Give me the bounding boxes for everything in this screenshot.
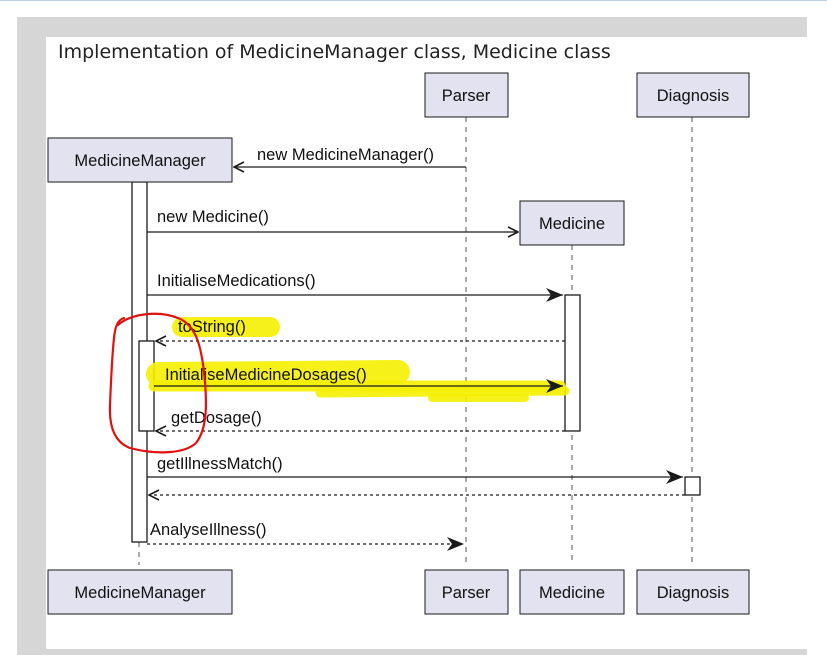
participant-box-medicine-manager-top: [47, 137, 233, 183]
top-divider: [0, 0, 827, 1]
message-label-get-illness-match: getIllnessMatch(): [157, 455, 283, 473]
participant-label-medicine-manager-bottom: MedicineManager: [74, 584, 206, 602]
message-label-tostring: toString(): [178, 318, 246, 336]
participant-label-diagnosis-bottom: Diagnosis: [657, 584, 729, 602]
message-label-analyse-illness: AnalyseIllness(): [150, 521, 266, 539]
activation-diagnosis: [684, 476, 701, 496]
participant-box-diagnosis-bottom: [636, 569, 750, 615]
participant-label-parser-bottom: Parser: [442, 584, 491, 602]
participant-box-medicine-created: [519, 200, 625, 246]
participant-box-parser-bottom: [424, 569, 509, 615]
message-label-new-medicine-manager: new MedicineManager(): [257, 146, 434, 164]
participant-box-parser-top: [424, 72, 509, 118]
participant-label-diagnosis-top: Diagnosis: [657, 87, 729, 105]
message-label-initialise-medicine-dosages: InitialiseMedicineDosages(): [165, 366, 367, 384]
highlight-dosages-arrow-2: [315, 386, 570, 398]
participant-label-parser-top: Parser: [442, 87, 491, 105]
handdrawn-circle-annotation: [108, 312, 208, 454]
message-label-initialise-medications: InitialiseMedications(): [157, 272, 316, 290]
participant-label-medicine-bottom: Medicine: [539, 584, 605, 602]
participant-box-medicine-bottom: [519, 569, 625, 615]
participant-box-medicine-manager-bottom: [47, 569, 233, 615]
participant-box-diagnosis-top: [636, 72, 750, 118]
message-label-get-dosage: getDosage(): [171, 409, 262, 427]
diagram-title: Implementation of MedicineManager class,…: [58, 41, 611, 63]
message-label-new-medicine: new Medicine(): [157, 208, 269, 226]
participant-label-medicine-manager-top: MedicineManager: [74, 152, 206, 170]
activation-medicine: [564, 294, 581, 432]
highlight-initialise-medicine-dosages: [146, 360, 410, 386]
participant-label-medicine-created: Medicine: [539, 215, 605, 233]
diagram-frame: Implementation of MedicineManager class,…: [17, 17, 812, 655]
